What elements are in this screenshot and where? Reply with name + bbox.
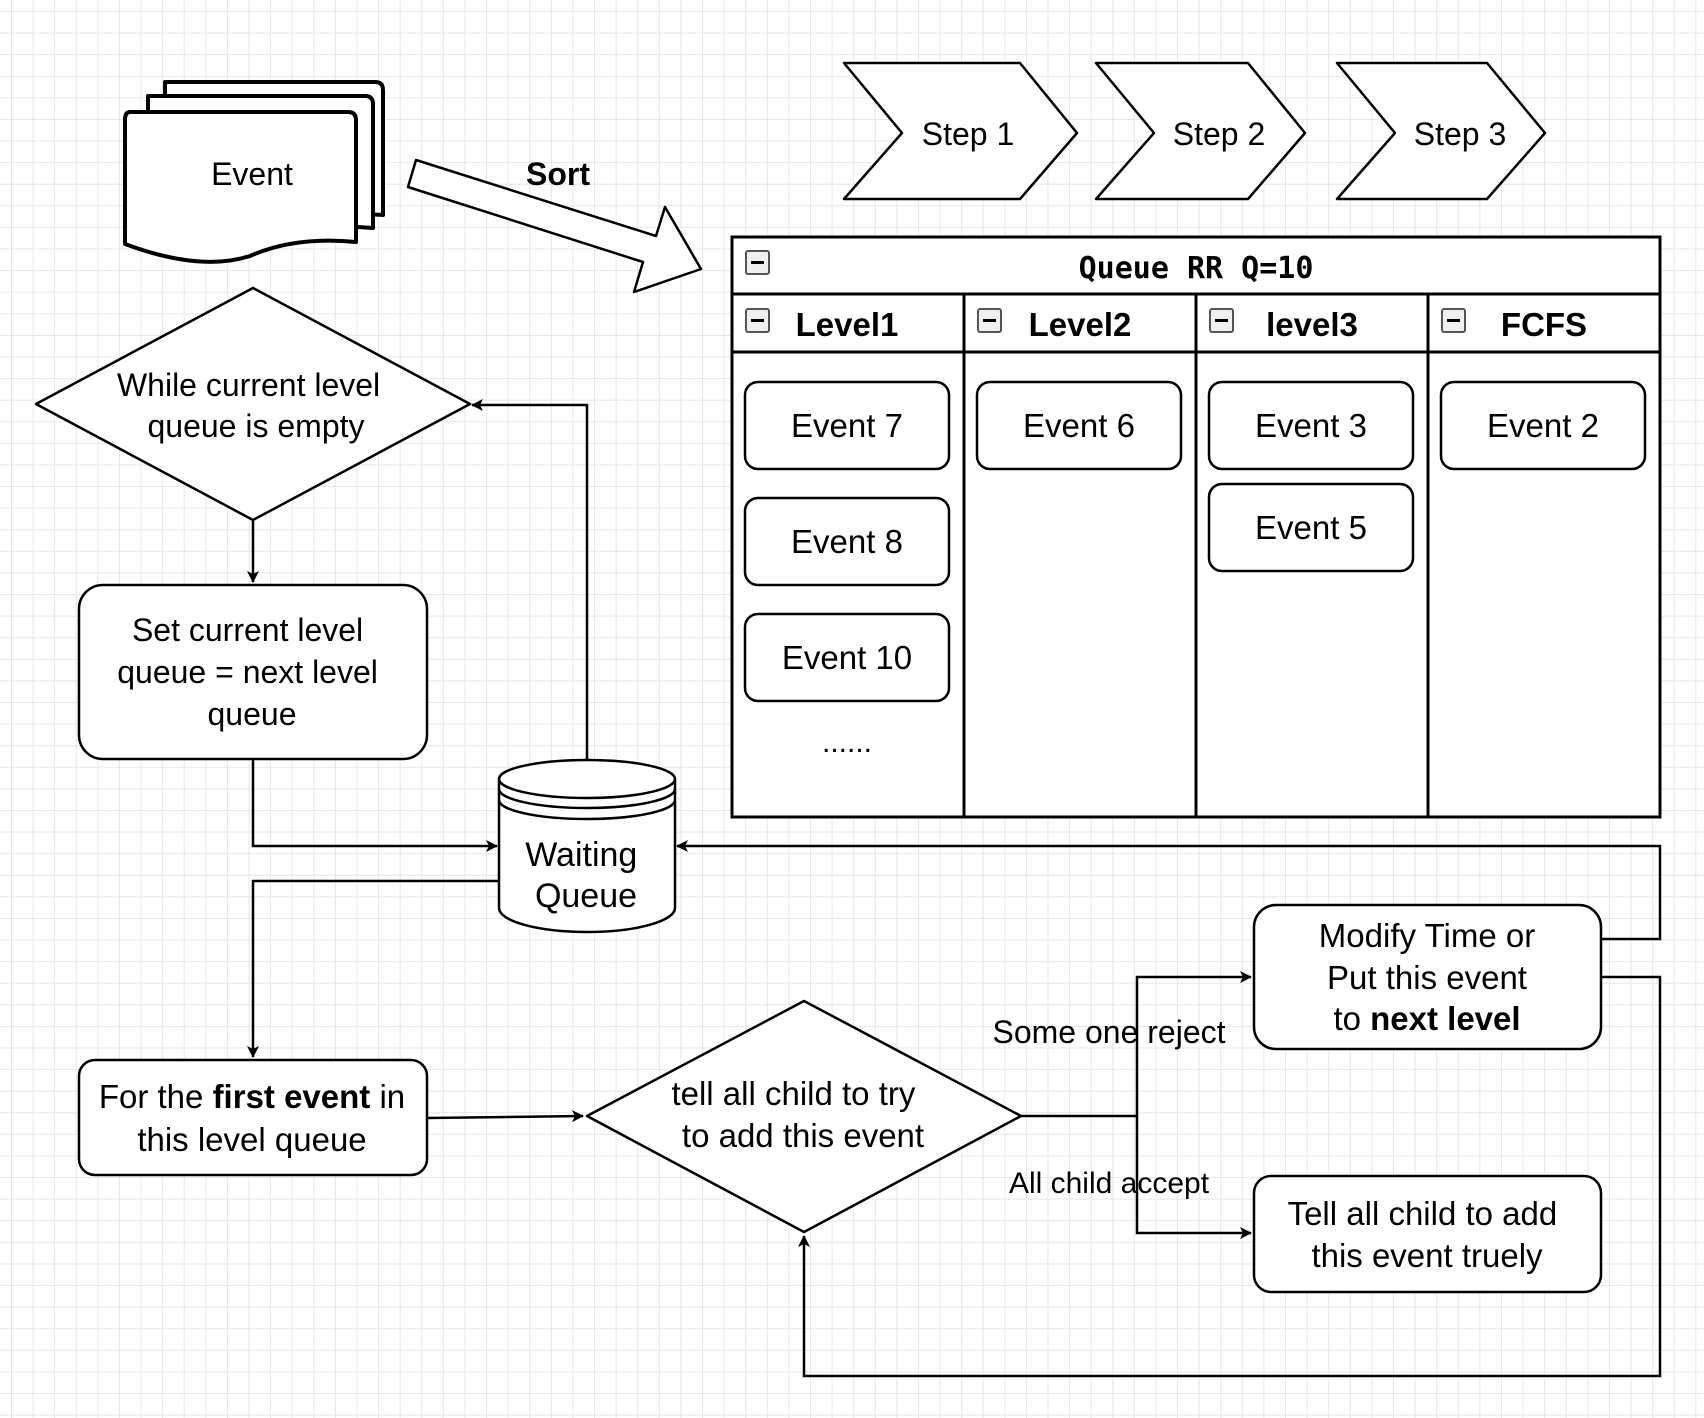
while-decision-label: While current level queue is empty (117, 367, 389, 444)
step-1-label: Step 1 (922, 116, 1015, 152)
modify-text-a: to (1333, 1000, 1370, 1037)
set-line-3: queue (208, 696, 297, 732)
queue-card-label: Event 5 (1255, 509, 1367, 546)
waiting-queue-cylinder: Waiting Queue (497, 758, 677, 934)
step-chevron-1: Step 1 (842, 61, 1079, 201)
modify-line-3: to next level (1333, 1000, 1520, 1037)
queue-card-event-3[interactable]: Event 3 (1207, 380, 1415, 471)
waiting-line-1: Waiting (525, 836, 637, 874)
first-event-bold: first event (213, 1078, 371, 1115)
column-header-label: Level2 (1029, 306, 1132, 343)
collapse-icon[interactable] (1209, 308, 1234, 333)
connector-first-to-try (426, 1110, 584, 1123)
queue-card-label: Event 7 (791, 407, 903, 444)
tell-try-label: tell all child to try to add this event (671, 1075, 924, 1154)
queue-card-label: Event 8 (791, 523, 903, 560)
more-ellipsis: ...... (822, 726, 872, 759)
column-header-label: Level1 (796, 306, 899, 343)
first-event-line-1: For the first event in (99, 1078, 405, 1115)
waiting-line-2: Queue (535, 877, 637, 915)
queue-card-event-5[interactable]: Event 5 (1207, 482, 1415, 573)
step-chevron-3: Step 3 (1335, 61, 1547, 201)
first-event-process: For the first event in this level queue (77, 1058, 429, 1177)
connector-accept (1135, 1116, 1252, 1239)
column-header-label: FCFS (1501, 306, 1587, 343)
tell-try-line-2: to add this event (682, 1117, 924, 1154)
connector-modify-to-try (798, 975, 1662, 1378)
queue-card-label: Event 2 (1487, 407, 1599, 444)
column-header-level2: Level2 (977, 306, 1132, 343)
connector-waiting-to-while (471, 399, 589, 760)
queue-card-label: Event 3 (1255, 407, 1367, 444)
sort-arrow: Sort (406, 156, 703, 294)
edge-label-reject: Some one reject (992, 1014, 1225, 1050)
column-header-fcfs: FCFS (1441, 306, 1587, 343)
tell-try-decision: tell all child to try to add this event (585, 999, 1023, 1234)
modify-line-1: Modify Time or (1319, 917, 1535, 954)
while-line-2: queue is empty (147, 408, 364, 444)
modify-bold: next level (1370, 1000, 1520, 1037)
column-header-level1: Level1 (745, 306, 899, 343)
queue-card-event-6[interactable]: Event 6 (975, 380, 1183, 471)
queue-title: Queue RR Q=10 (1079, 251, 1314, 286)
tell-try-line-1: tell all child to try (671, 1075, 915, 1112)
set-line-2: queue = next level (117, 654, 378, 690)
step-chevron-2: Step 2 (1094, 61, 1307, 201)
collapse-icon[interactable] (745, 308, 770, 333)
tell-add-line-2: this event truely (1311, 1237, 1543, 1274)
queue-card-label: Event 10 (782, 639, 912, 676)
tell-add-label: Tell all child to add this event truely (1288, 1195, 1567, 1274)
first-event-text-a: For the (99, 1078, 213, 1115)
while-line-1: While current level (117, 367, 380, 403)
connector-set-to-waiting (251, 759, 498, 852)
modify-time-process: Modify Time or Put this event to next le… (1252, 903, 1603, 1051)
queue-card-event-2[interactable]: Event 2 (1439, 380, 1647, 471)
queue-card-event-7[interactable]: Event 7 (743, 380, 951, 471)
step-3-label: Step 3 (1414, 116, 1507, 152)
while-decision: While current level queue is empty (34, 286, 472, 522)
queue-card-label: Event 6 (1023, 407, 1135, 444)
set-level-process: Set current level queue = next level que… (77, 583, 429, 761)
event-document-stack: Event (123, 80, 385, 264)
modify-line-2: Put this event (1327, 959, 1527, 996)
step-2-label: Step 2 (1173, 116, 1266, 152)
set-level-label: Set current level queue = next level que… (117, 612, 387, 732)
queue-card-event-8[interactable]: Event 8 (743, 496, 951, 587)
column-header-level3: level3 (1209, 306, 1358, 343)
connector-reject (1135, 971, 1252, 1116)
collapse-icon[interactable] (977, 308, 1002, 333)
collapse-icon[interactable] (1441, 308, 1466, 333)
queue-table: Queue RR Q=10 Level1 Level2 level3 (730, 235, 1662, 819)
connector-modify-to-waiting (676, 840, 1662, 941)
waiting-queue-label: Waiting Queue (525, 836, 647, 915)
first-event-text-b: in (370, 1078, 405, 1115)
event-doc-label: Event (211, 156, 293, 192)
tell-add-process: Tell all child to add this event truely (1252, 1174, 1603, 1294)
set-line-1: Set current level (132, 612, 363, 648)
tell-add-line-1: Tell all child to add (1288, 1195, 1558, 1232)
collapse-icon[interactable] (745, 250, 770, 275)
connector-waiting-to-first (247, 879, 499, 1058)
queue-card-event-10[interactable]: Event 10 (743, 612, 951, 703)
column-header-label: level3 (1266, 306, 1358, 343)
first-event-line-2: this level queue (137, 1121, 366, 1158)
sort-label: Sort (526, 156, 590, 192)
connectors (247, 399, 1662, 1378)
edge-label-accept: All child accept (1009, 1167, 1210, 1200)
